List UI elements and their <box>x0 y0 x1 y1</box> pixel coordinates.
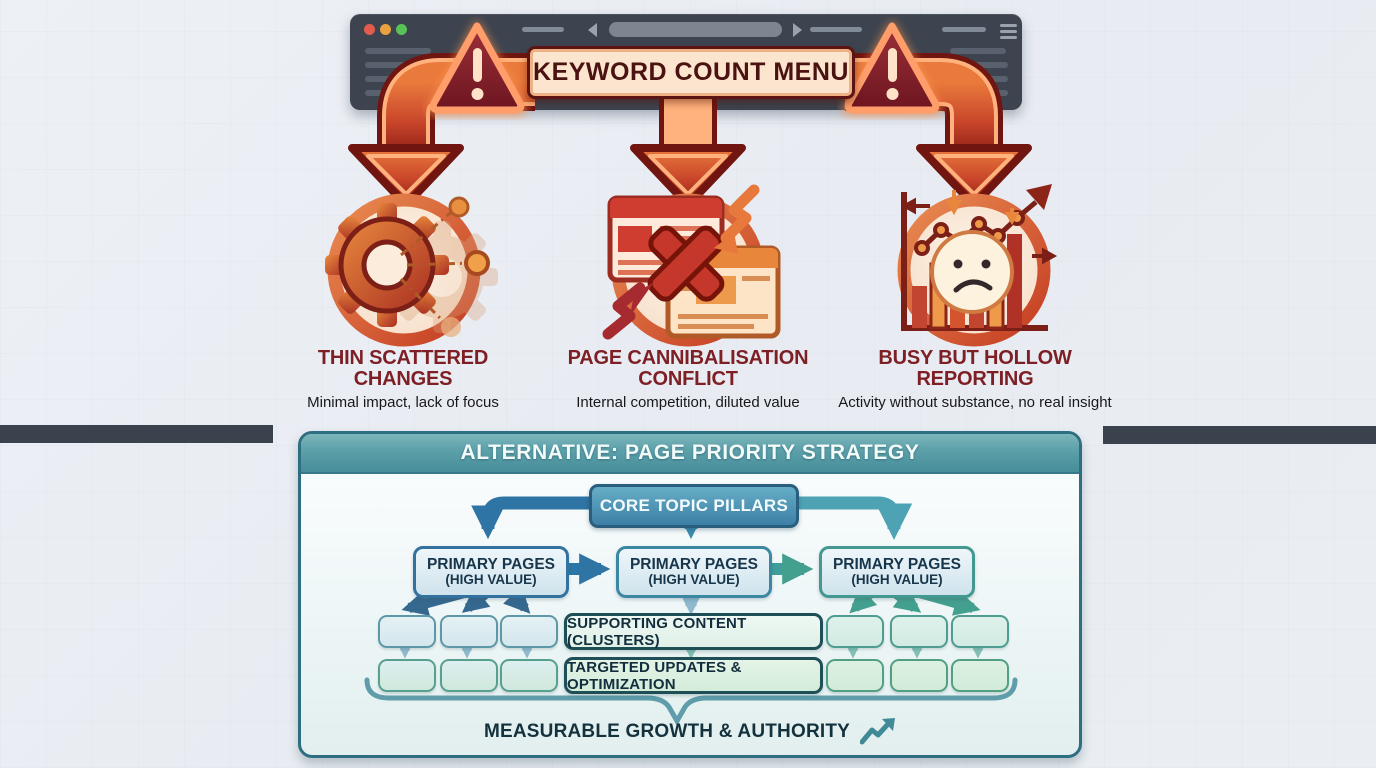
cluster-box <box>500 659 558 692</box>
traffic-light-close-icon[interactable] <box>364 24 375 35</box>
cluster-box <box>951 659 1009 692</box>
primary-pages-box-3: PRIMARY PAGES (HIGH VALUE) <box>819 546 975 598</box>
menu-row-line <box>966 62 1008 68</box>
divider-bar-left <box>0 425 273 443</box>
keyword-count-menu-item[interactable]: KEYWORD COUNT MENU <box>527 46 855 99</box>
cluster-box <box>440 615 498 648</box>
problem-title: BUSY BUT HOLLOW REPORTING <box>878 347 1072 390</box>
primary-pages-line2: (HIGH VALUE) <box>851 572 943 588</box>
supporting-content-box: SUPPORTING CONTENT (CLUSTERS) <box>564 613 823 650</box>
primary-pages-line1: PRIMARY PAGES <box>426 556 556 574</box>
primary-pages-line2: (HIGH VALUE) <box>648 572 740 588</box>
menu-row-line <box>365 62 411 68</box>
cluster-box <box>826 659 884 692</box>
targeted-updates-box: TARGETED UPDATES & OPTIMIZATION <box>564 657 823 694</box>
problem-label-thin-scattered: THIN SCATTERED CHANGES Minimal impact, l… <box>243 347 563 412</box>
warning-triangle-icon <box>842 20 942 115</box>
cluster-box <box>378 659 436 692</box>
arrow-right <box>845 53 1032 209</box>
forward-arrow-icon[interactable] <box>793 23 802 37</box>
primary-pages-line2: (HIGH VALUE) <box>445 572 537 588</box>
problem-subtitle: Internal competition, diluted value <box>576 394 800 411</box>
primary-pages-line1: PRIMARY PAGES <box>629 556 759 574</box>
core-topic-pillars-box: CORE TOPIC PILLARS <box>589 484 799 528</box>
strategy-panel: ALTERNATIVE: PAGE PRIORITY STRATEGY <box>298 431 1082 758</box>
menu-row-line <box>365 48 431 54</box>
problem-label-hollow-reporting: BUSY BUT HOLLOW REPORTING Activity witho… <box>815 347 1135 412</box>
problem-label-cannibalisation: PAGE CANNIBALISATION CONFLICT Internal c… <box>528 347 848 412</box>
trending-up-icon <box>860 718 896 745</box>
cluster-box <box>890 659 948 692</box>
toolbar-line <box>942 27 986 32</box>
arrow-left <box>348 53 535 209</box>
warning-arrows-graphic <box>348 53 1032 209</box>
traffic-light-zoom-icon[interactable] <box>396 24 407 35</box>
problem-title: THIN SCATTERED CHANGES <box>317 347 489 390</box>
problem-subtitle: Activity without substance, no real insi… <box>838 394 1112 411</box>
cluster-box <box>500 615 558 648</box>
page-conflict-icon <box>602 184 781 347</box>
primary-pages-box-1: PRIMARY PAGES (HIGH VALUE) <box>413 546 569 598</box>
divider-bar-right <box>1103 426 1376 444</box>
primary-pages-line1: PRIMARY PAGES <box>832 556 962 574</box>
outcome-label: MEASURABLE GROWTH & AUTHORITY <box>483 721 851 742</box>
back-arrow-icon[interactable] <box>588 23 597 37</box>
cluster-box <box>951 615 1009 648</box>
outcome-row: MEASURABLE GROWTH & AUTHORITY <box>301 718 1079 746</box>
primary-pages-box-2: PRIMARY PAGES (HIGH VALUE) <box>616 546 772 598</box>
arrow-middle <box>630 96 746 209</box>
warning-triangle-icon <box>427 20 527 115</box>
cluster-box <box>440 659 498 692</box>
toolbar-line <box>522 27 564 32</box>
toolbar-line <box>810 27 862 32</box>
scattered-gear-icon <box>325 193 498 347</box>
menu-row-line <box>950 48 1006 54</box>
traffic-light-minimize-icon[interactable] <box>380 24 391 35</box>
problem-subtitle: Minimal impact, lack of focus <box>307 394 499 411</box>
cluster-box <box>378 615 436 648</box>
url-bar[interactable] <box>609 22 782 37</box>
problem-title: PAGE CANNIBALISATION CONFLICT <box>567 347 809 390</box>
hollow-chart-icon <box>897 184 1058 347</box>
cluster-box <box>826 615 884 648</box>
hamburger-menu-icon[interactable] <box>1000 24 1017 42</box>
strategy-panel-header: ALTERNATIVE: PAGE PRIORITY STRATEGY <box>301 434 1079 474</box>
cluster-box <box>890 615 948 648</box>
